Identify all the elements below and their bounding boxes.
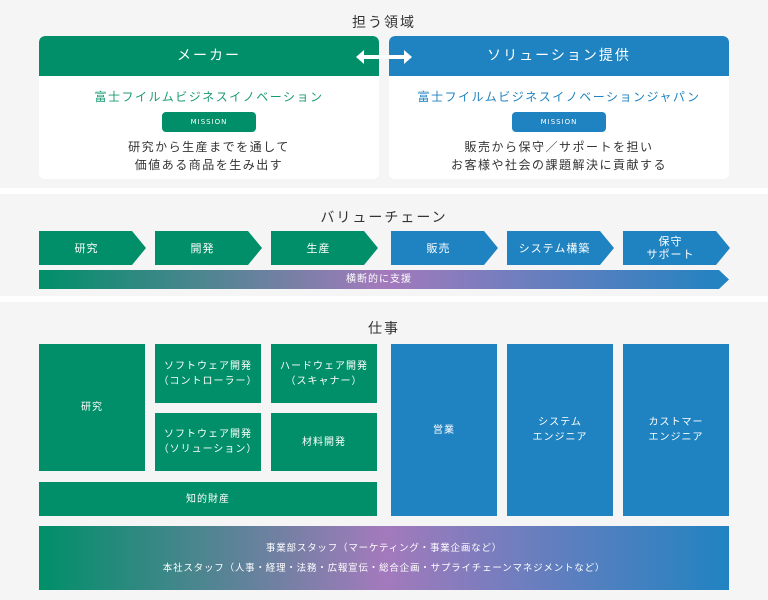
job-software-controller: ソフトウェア開発 （コントローラー） xyxy=(155,344,261,403)
cross-support-arrow xyxy=(39,270,729,289)
value-chain-step-label: 研究 xyxy=(74,241,99,255)
value-chain-step: 保守 サポート xyxy=(623,231,730,265)
job-sales: 営業 xyxy=(391,344,497,516)
double-arrow-icon xyxy=(356,48,412,66)
value-chain-title: バリューチェーン xyxy=(320,210,448,226)
value-chain-step: 開発 xyxy=(155,231,262,265)
maker-heading: メーカー xyxy=(39,36,379,76)
chevron-arrow-shape xyxy=(155,231,262,265)
solution-description: 販売から保守／サポートを担い お客様や社会の課題解決に貢献する xyxy=(389,138,729,174)
job-hardware-scanner: ハードウェア開発 （スキャナー） xyxy=(271,344,377,403)
domains-title: 担う領域 xyxy=(352,15,416,31)
solution-heading: ソリューション提供 xyxy=(389,36,729,76)
chevron-arrow-shape xyxy=(271,231,378,265)
value-chain-step: 販売 xyxy=(391,231,498,265)
value-chain-step: システム構築 xyxy=(507,231,614,265)
job-system-engineer: システム エンジニア xyxy=(507,344,613,516)
maker-desc-line2: 価値ある商品を生み出す xyxy=(134,158,284,172)
maker-company: 富士フイルムビジネスイノベーション xyxy=(94,90,324,104)
value-chain-step-label: 販売 xyxy=(426,241,451,255)
solution-card: ソリューション提供 富士フイルムビジネスイノベーションジャパン MISSION … xyxy=(389,36,729,179)
staff-division: 事業部スタッフ（マーケティング・事業企画など） xyxy=(265,543,503,554)
maker-description: 研究から生産までを通して 価値ある商品を生み出す xyxy=(39,138,379,174)
staff-headquarters: 本社スタッフ（人事・経理・法務・広報宣伝・総合企画・サプライチェーンマネジメント… xyxy=(162,563,606,574)
chevron-arrow-shape xyxy=(39,231,146,265)
value-chain-step-label: 保守 サポート xyxy=(646,235,695,261)
value-chain-step: 研究 xyxy=(39,231,146,265)
maker-mission-badge: MISSION xyxy=(162,112,256,132)
job-research: 研究 xyxy=(39,344,145,471)
job-customer-engineer: カストマー エンジニア xyxy=(623,344,729,516)
chevron-arrow-shape xyxy=(391,231,498,265)
solution-mission-badge: MISSION xyxy=(512,112,606,132)
maker-desc-line1: 研究から生産までを通して xyxy=(128,140,290,154)
chevron-arrow-shape xyxy=(623,231,730,265)
solution-desc-line1: 販売から保守／サポートを担い xyxy=(464,140,654,154)
chevron-arrow-shape xyxy=(507,231,614,265)
value-chain-step-label: 開発 xyxy=(190,241,215,255)
cross-support-label: 横断的に支援 xyxy=(346,274,412,285)
solution-desc-line2: お客様や社会の課題解決に貢献する xyxy=(450,158,667,172)
maker-card: メーカー 富士フイルムビジネスイノベーション MISSION 研究から生産までを… xyxy=(39,36,379,179)
job-intellectual-property: 知的財産 xyxy=(39,482,377,516)
domains-panel: 担う領域 メーカー 富士フイルムビジネスイノベーション MISSION 研究から… xyxy=(0,0,768,188)
jobs-title: 仕事 xyxy=(368,321,400,337)
staff-bar: 事業部スタッフ（マーケティング・事業企画など） 本社スタッフ（人事・経理・法務・… xyxy=(39,526,729,590)
job-software-solution: ソフトウェア開発 （ソリューション） xyxy=(155,413,261,471)
solution-company: 富士フイルムビジネスイノベーションジャパン xyxy=(417,90,701,104)
value-chain-step-label: システム構築 xyxy=(518,241,591,255)
job-materials: 材料開発 xyxy=(271,413,377,471)
value-chain-step-label: 生産 xyxy=(306,241,331,255)
value-chain-step: 生産 xyxy=(271,231,378,265)
cross-support-bar: 横断的に支援 xyxy=(39,270,729,289)
